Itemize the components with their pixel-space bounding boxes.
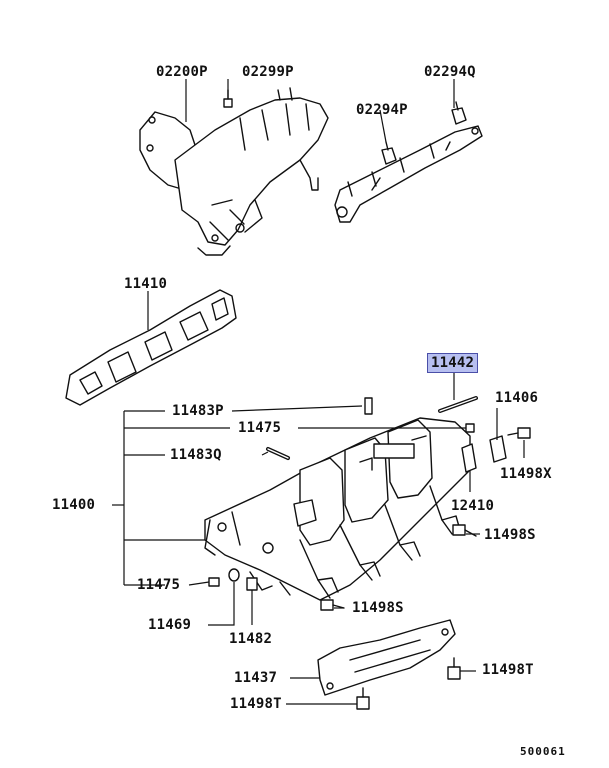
bolt-11498T-b-drawing	[356, 696, 370, 710]
part-label-11442-highlighted[interactable]: 11442	[426, 353, 479, 373]
bolt-11498S-a-drawing	[452, 524, 466, 536]
part-label-11498T-right: 11498T	[482, 662, 534, 678]
fuel-rail-drawing	[334, 101, 483, 223]
gasket-drawing	[65, 289, 237, 406]
leader-lines	[112, 79, 525, 705]
stay-11437-drawing	[317, 619, 456, 696]
part-label-02200P: 02200P	[156, 64, 208, 80]
cap-11475-drawing	[465, 423, 475, 433]
part-label-02299P: 02299P	[242, 64, 294, 80]
part-label-11498S-lower: 11498S	[352, 600, 404, 616]
plug-11469-drawing	[228, 568, 240, 582]
bolt-11498S-b-drawing	[320, 599, 334, 611]
part-label-11482: 11482	[229, 631, 273, 647]
part-label-11483P: 11483P	[172, 403, 224, 419]
part-label-11498X: 11498X	[500, 466, 552, 482]
part-label-11437: 11437	[234, 670, 278, 686]
plug-11482-drawing	[246, 577, 258, 591]
part-label-11475-lower: 11475	[137, 577, 181, 593]
bracket-12410-drawing	[461, 443, 477, 473]
diagram-code: 500061	[520, 745, 566, 758]
part-label-11498S-right: 11498S	[484, 527, 536, 543]
bolt-11498X-drawing	[517, 427, 531, 439]
part-label-11498T-lower: 11498T	[230, 696, 282, 712]
plug-11475-drawing	[208, 577, 220, 587]
part-label-02294P: 02294P	[356, 102, 408, 118]
part-label-11400: 11400	[52, 497, 96, 513]
exhaust-manifold-drawing	[139, 87, 329, 256]
pin-11483P-drawing	[364, 397, 373, 415]
bolt-11498T-a-drawing	[447, 666, 461, 680]
part-label-11406: 11406	[495, 390, 539, 406]
part-label-02294Q: 02294Q	[424, 64, 476, 80]
part-label-12410: 12410	[451, 498, 495, 514]
bracket-11406-drawing	[489, 435, 507, 463]
part-label-11483Q: 11483Q	[170, 447, 222, 463]
part-label-11410: 11410	[124, 276, 168, 292]
part-label-11475-upper: 11475	[238, 420, 282, 436]
part-label-11469: 11469	[148, 617, 192, 633]
intake-manifold-drawing	[204, 417, 471, 601]
